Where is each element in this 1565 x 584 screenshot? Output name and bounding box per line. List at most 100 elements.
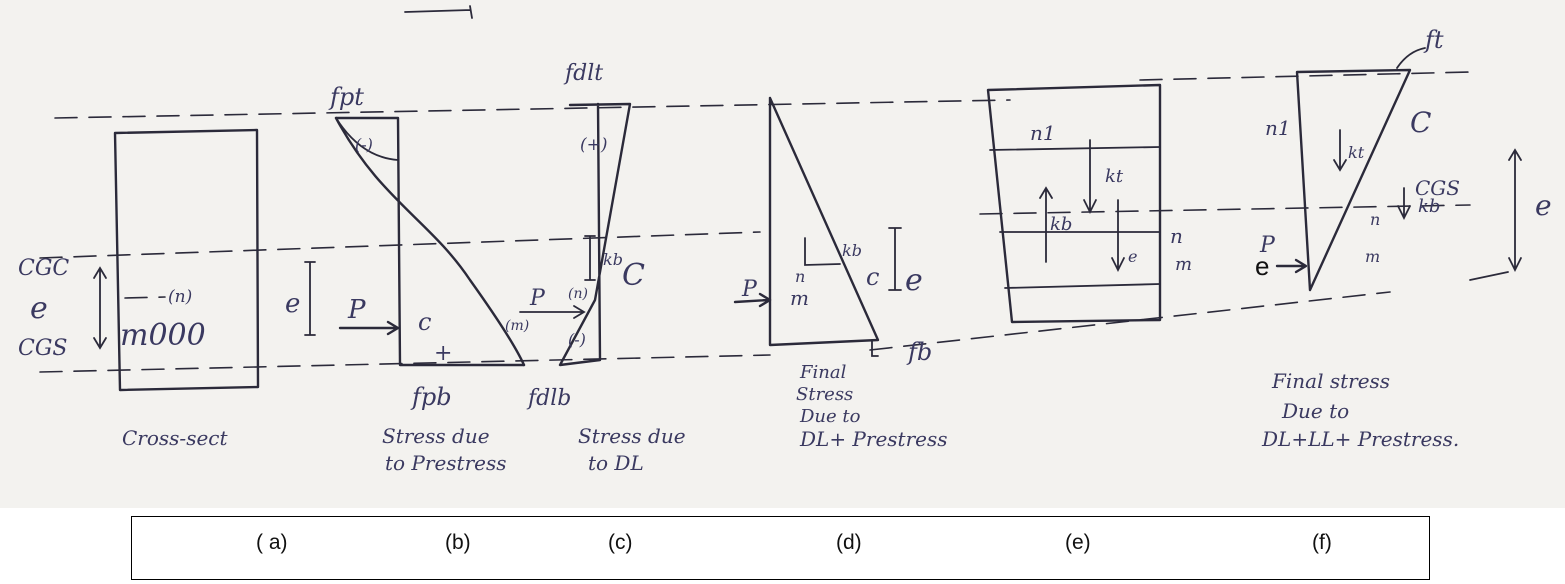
- caption-b: (b): [445, 531, 471, 554]
- dl-stress-outline: [558, 102, 632, 367]
- eccentricity-bracket: [304, 261, 316, 336]
- label-m: m: [1175, 254, 1192, 275]
- fb-tick: [871, 339, 879, 357]
- panel-c-dead-load: fdlt (+) kb C P (n) (m) (-) fdlb Stress …: [505, 61, 686, 475]
- label-fpt: fpt: [328, 83, 364, 111]
- caption-c: (c): [608, 531, 633, 554]
- force-arrow: [733, 292, 772, 308]
- caption-cross-section: Cross-sect: [122, 426, 228, 450]
- force-arrow: [1275, 258, 1308, 274]
- kb-bracket: [804, 237, 841, 266]
- e-arrow: [1111, 199, 1125, 273]
- caption-line4: DL+ Prestress: [799, 427, 948, 451]
- panel-a-cross-section: CGC e CGS (n) m000 Cross-sect: [18, 128, 260, 450]
- label-kb: kb: [842, 241, 862, 260]
- triangle-diagram: [1295, 68, 1412, 292]
- label-c: c: [866, 263, 879, 291]
- caption-d: (d): [836, 531, 862, 554]
- bottom-reference-line: [39, 291, 1391, 373]
- label-e-typed: e: [1255, 251, 1269, 281]
- top-reference-line: [54, 71, 1471, 119]
- label-fpb: fpb: [410, 383, 452, 411]
- label-cgc: CGC: [18, 256, 69, 281]
- label-kt: kt: [1348, 143, 1365, 162]
- e-bracket: [888, 227, 902, 291]
- panel-f-final-stress: ft n1 C kt CGS kb n e P e m Final stress…: [1255, 26, 1552, 451]
- label-fdlb: fdlb: [526, 386, 571, 411]
- label-plus: +: [434, 341, 452, 366]
- caption-line2: Stress: [796, 384, 853, 405]
- label-minus: (-): [568, 330, 586, 349]
- label-cgs: CGS: [1415, 176, 1460, 200]
- caption-line1: Stress due: [578, 424, 686, 448]
- panel-b-prestress: fpt (-) e P c + fpb Stress due to Prestr…: [285, 83, 526, 475]
- prestress-force-arrow: [338, 320, 400, 336]
- kt-arrow: [1083, 139, 1097, 215]
- caption-a: ( a): [256, 531, 288, 554]
- caption-line1: Final: [799, 362, 847, 383]
- hand-sketch-area: CGC e CGS (n) m000 Cross-sect fpt (-) e …: [0, 0, 1565, 508]
- caption-line1: Final stress: [1271, 369, 1390, 393]
- label-e: e: [905, 263, 923, 298]
- label-cgs: CGS: [18, 336, 67, 361]
- caption-line3: Due to: [799, 406, 861, 427]
- kb-bracket: [584, 235, 596, 281]
- label-p: P: [1259, 233, 1276, 258]
- label-p: P: [741, 277, 758, 302]
- label-n1: n1: [1265, 116, 1291, 140]
- label-e: e: [285, 289, 300, 319]
- stress-block-outline: [334, 116, 526, 367]
- e-arrow: [1508, 148, 1522, 273]
- caption-line2: to Prestress: [385, 451, 507, 475]
- caption-e: (e): [1065, 531, 1091, 554]
- section-rect: [986, 83, 1162, 324]
- eccentricity-arrow: [93, 266, 107, 350]
- caption-line2: Due to: [1281, 399, 1349, 423]
- label-n: n: [795, 267, 805, 286]
- label-e-right: e: [1535, 189, 1552, 222]
- label-n: n: [1370, 210, 1380, 229]
- stress-distribution-sketch: CGC e CGS (n) m000 Cross-sect fpt (-) e …: [18, 5, 1552, 475]
- caption-line1: Stress due: [382, 424, 490, 448]
- kern-lines: [989, 146, 1161, 289]
- panel-e-kern-section: n1 kt kb e n m: [986, 83, 1192, 324]
- label-fb: fb: [906, 338, 932, 366]
- caption-f: (f): [1312, 531, 1332, 554]
- ft-leader: [1396, 47, 1426, 69]
- compression-lobe: [335, 117, 399, 161]
- label-n: (n): [168, 287, 192, 307]
- label-ft: ft: [1423, 26, 1444, 54]
- label-n: n: [1170, 224, 1183, 248]
- force-arrow: [519, 305, 586, 319]
- caption-line3: DL+LL+ Prestress.: [1261, 427, 1459, 451]
- label-kb: kb: [1050, 214, 1072, 235]
- neutral-dash: [124, 296, 166, 299]
- label-kb: kb: [1418, 196, 1440, 217]
- label-m: (m): [505, 318, 529, 334]
- cross-section-rect: [113, 128, 260, 392]
- label-c: c: [418, 308, 431, 336]
- caption-line2: to DL: [588, 451, 644, 475]
- kb-arrow: [1397, 187, 1411, 221]
- label-fdlt: fdlt: [563, 61, 603, 86]
- panel-d-final-stress: kb c e n P m fb Final Stress Due to DL+ …: [733, 96, 948, 451]
- label-c: C: [622, 258, 645, 293]
- label-n: (n): [568, 286, 588, 302]
- e-leader: [1469, 271, 1509, 281]
- label-kb: kb: [603, 250, 623, 269]
- label-m: m000: [120, 318, 206, 353]
- label-minus: (-): [355, 135, 373, 154]
- label-e: e: [1128, 247, 1137, 266]
- stress-diagonal: [334, 116, 526, 367]
- label-plus: (+): [580, 135, 608, 155]
- label-e: e: [30, 291, 48, 326]
- label-n1: n1: [1030, 121, 1056, 145]
- subfigure-caption-box: ( a) (b) (c) (d) (e) (f): [131, 516, 1430, 580]
- triangle-diagram: [768, 96, 880, 347]
- label-kt: kt: [1105, 166, 1124, 187]
- kt-arrow: [1333, 129, 1347, 172]
- label-p: P: [529, 286, 546, 311]
- label-c: C: [1410, 106, 1431, 139]
- label-m: m: [790, 286, 809, 310]
- kb-arrow: [1039, 186, 1053, 263]
